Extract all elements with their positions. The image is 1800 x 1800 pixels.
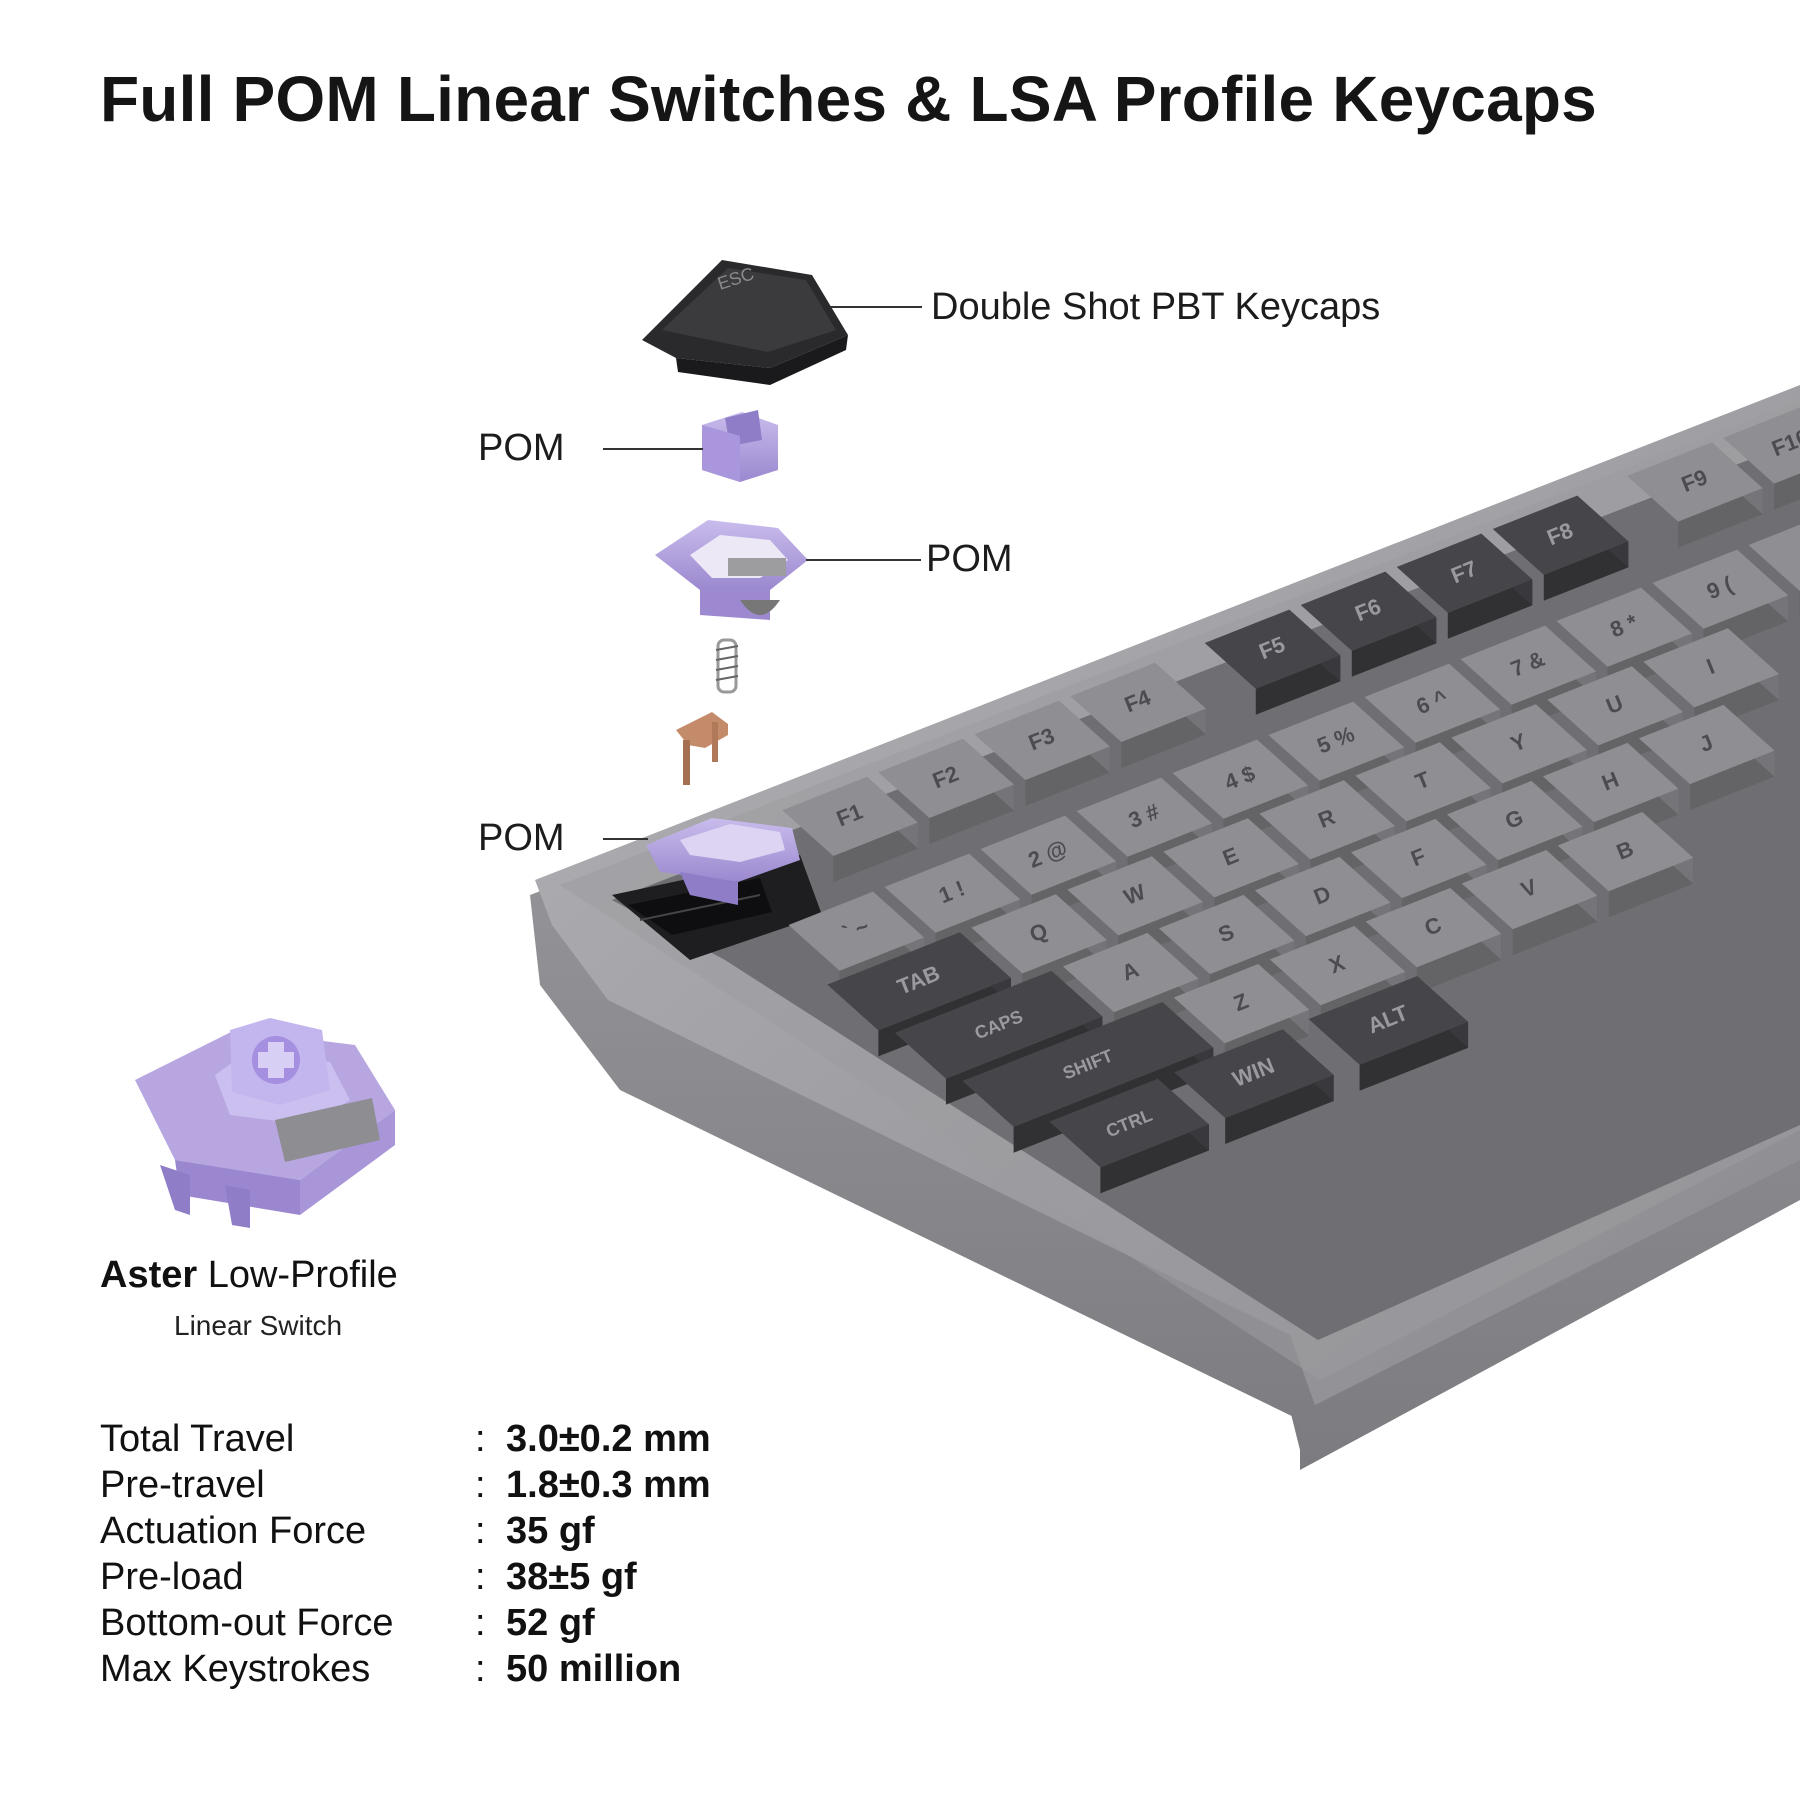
keycap: F10: [1723, 407, 1800, 510]
keycap: F2: [878, 738, 1014, 844]
keycap: F8: [1492, 495, 1629, 601]
spec-value: 52 gf: [506, 1602, 595, 1644]
copper-contact: [676, 712, 728, 785]
spec-value: 1.8±0.3 mm: [506, 1464, 711, 1506]
spec-name: Total Travel: [100, 1418, 295, 1460]
aster-switch-render: [135, 1018, 395, 1228]
bottom-housing-leader: [603, 838, 648, 840]
keycap: F5: [1204, 609, 1341, 715]
keycap: R: [1259, 780, 1395, 886]
switch-top-housing: [655, 520, 808, 620]
keycap: ALT: [1308, 976, 1469, 1091]
keycap: F6: [1300, 571, 1437, 677]
spec-name: Bottom-out Force: [100, 1602, 394, 1644]
page-title: Full POM Linear Switches & LSA Profile K…: [100, 63, 1597, 135]
stem-leader: [603, 448, 703, 450]
keycap: F1: [782, 776, 918, 882]
bottom-housing-callout: POM: [478, 817, 565, 859]
top-housing-leader: [806, 559, 921, 561]
spring: [715, 638, 739, 694]
keycap: WIN: [1174, 1029, 1334, 1144]
switch-stem: [702, 410, 778, 482]
esc-keycap: ESC: [642, 260, 848, 385]
stem-callout: POM: [478, 427, 565, 469]
top-housing-callout: POM: [926, 538, 1013, 580]
keycap: B: [1557, 812, 1694, 918]
switch-name: Aster Low-Profile: [100, 1254, 460, 1297]
keycap: V: [1461, 850, 1598, 956]
keycap: F7: [1396, 533, 1533, 639]
spec-value: 38±5 gf: [506, 1556, 637, 1598]
switch-brand: Aster: [100, 1254, 198, 1296]
keycap: F9: [1627, 442, 1763, 548]
switch-subtitle: Linear Switch: [174, 1310, 343, 1341]
spec-value: 50 million: [506, 1648, 682, 1690]
switch-bottom-housing: [646, 818, 800, 905]
keycap-leader: [830, 306, 922, 308]
spec-value: 35 gf: [506, 1510, 595, 1552]
keycap: CTRL: [1049, 1078, 1209, 1194]
spec-name: Pre-load: [100, 1556, 244, 1598]
keycap-grid: F1F2F3F4F5F6F7F8F9F10F11` ~1 !2 @3 #4 $5…: [782, 407, 1800, 1194]
spec-name: Actuation Force: [100, 1510, 367, 1552]
keycap: J: [1638, 704, 1775, 811]
keycap: F4: [1070, 662, 1206, 768]
keycap-callout: Double Shot PBT Keycaps: [931, 286, 1381, 328]
spec-name: Pre-travel: [100, 1464, 265, 1506]
spec-name: Max Keystrokes: [100, 1648, 371, 1690]
spec-value: 3.0±0.2 mm: [506, 1418, 711, 1460]
keycap: C: [1365, 888, 1502, 994]
switch-type: Low-Profile: [207, 1254, 398, 1296]
keycap: F3: [974, 700, 1110, 806]
